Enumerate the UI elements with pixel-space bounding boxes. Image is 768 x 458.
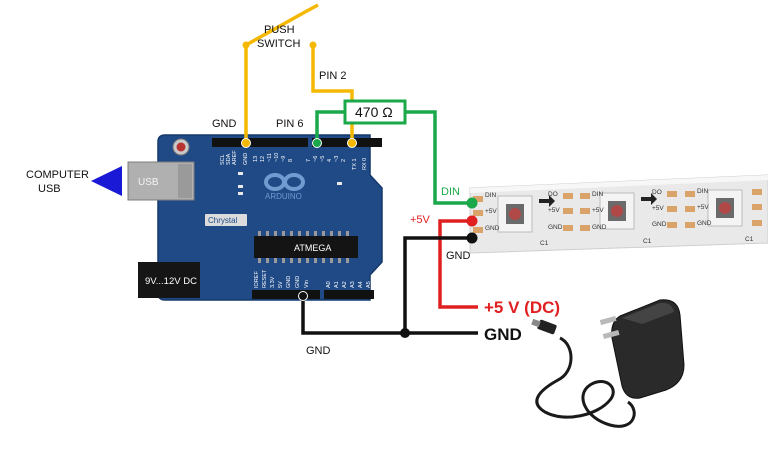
din-label: DIN [441,186,460,198]
pin-label: ~10 [274,153,280,162]
pin-label: 2 [341,159,347,162]
strip-gnd-label: GND [485,225,500,232]
pin-label: ~6 [313,156,319,162]
arduino-logo-icon [264,173,305,191]
strip-din-label: DIN [697,188,709,195]
pin-label: A2 [342,281,348,288]
pin-label: 4 [327,159,333,162]
pin-label: ~11 [267,153,273,162]
led-pixel [707,189,743,227]
analog-header [324,290,374,299]
arduino-board: USB 9V...12V DC SCL SDA AREF GND 13 12 ~… [127,134,383,301]
plus5v-dc-label: +5 V (DC) [484,298,560,317]
pin-label: TX 1 [352,158,358,170]
pin-label: RX 0 [362,158,368,170]
pin-label: GND [243,153,249,165]
strip-gnd-label: GND [652,221,667,228]
pin6-label: PIN 6 [276,118,304,130]
power-jack-label: 9V...12V DC [145,276,197,287]
pin-label: 3.3V [270,276,276,288]
computer-label: COMPUTER [26,169,89,181]
power-jack [138,262,200,298]
pin-label: A4 [358,281,364,288]
brand-label: Chrystal [208,216,238,225]
plus5v-wire [438,219,478,309]
switch-label: SWITCH [257,38,300,50]
pin-label: GND [295,276,301,288]
pin-label: SCL [220,154,226,165]
power-header [252,290,320,299]
strip-din-label: DIN [485,192,497,199]
arduino-gnd-wire [301,296,405,335]
pin-label: 5V [278,281,284,288]
power-adapter-icon [531,299,685,428]
pin-label: 7 [306,159,312,162]
strip-do-label: DO [548,191,558,198]
gnd-wire [403,236,478,335]
gnd-top-label: GND [212,118,237,130]
pin-label: A5 [366,281,372,288]
chip-label: ATMEGA [294,243,331,253]
strip-5v-label: +5V [548,207,560,214]
pin-label: ~9 [281,156,287,162]
strip-5v-label: +5V [697,204,709,211]
pin-label: 13 [253,156,259,162]
strip-cap-label: C1 [745,236,754,243]
gnd-bottom-label: GND [306,345,331,357]
gnd-strip-label: GND [446,250,471,262]
pin-label: A1 [334,281,340,288]
usb-arrow-icon [91,166,122,196]
pin-label: A3 [350,281,356,288]
strip-5v-label: +5V [592,207,604,214]
pin-label: AREF [232,150,238,165]
pin-label: Vin [304,280,310,288]
led-pixel [599,192,635,230]
pin-label: GND [286,276,292,288]
strip-gnd-label: GND [548,224,563,231]
din-wire [315,110,345,143]
pin-label: ~5 [320,156,326,162]
gnd-big-label: GND [484,325,522,344]
pin-label: 8 [288,159,294,162]
strip-cap-label: C1 [643,238,652,245]
pin-label: 12 [260,156,266,162]
digital-header-left [212,138,308,147]
strip-din-label: DIN [592,191,604,198]
strip-cap-label: C1 [540,240,549,247]
resistor-470: 470 Ω [343,99,407,125]
led-pixel [497,195,533,233]
pin-label: IOREF [254,271,260,288]
computer-usb-label: USB [38,183,61,195]
pin-label: RESET [262,269,268,288]
strip-gnd-label: GND [592,224,607,231]
strip-5v-label: +5V [652,205,664,212]
digital-header-right [312,138,382,147]
pin-label: ~3 [334,156,340,162]
strip-gnd-label: GND [697,220,712,227]
pin2-label: PIN 2 [319,70,347,82]
pin2-switch-wire [311,45,354,143]
usb-port-label: USB [138,177,159,188]
strip-5v-label: +5V [485,208,497,215]
din-wire-strip [405,110,472,205]
pin-label: SDA [226,153,232,165]
led-strip: DIN +5V GND DO +5V GND C1 DIN +5V GND DO… [469,174,768,254]
push-label: PUSH [264,24,295,36]
arduino-logo-text: ARDUINO [265,192,302,201]
resistor-label: 470 Ω [355,104,393,120]
plus5v-label: +5V [410,214,431,226]
strip-do-label: DO [652,189,662,196]
pin-label: A0 [326,281,332,288]
atmega-chip [254,236,358,258]
